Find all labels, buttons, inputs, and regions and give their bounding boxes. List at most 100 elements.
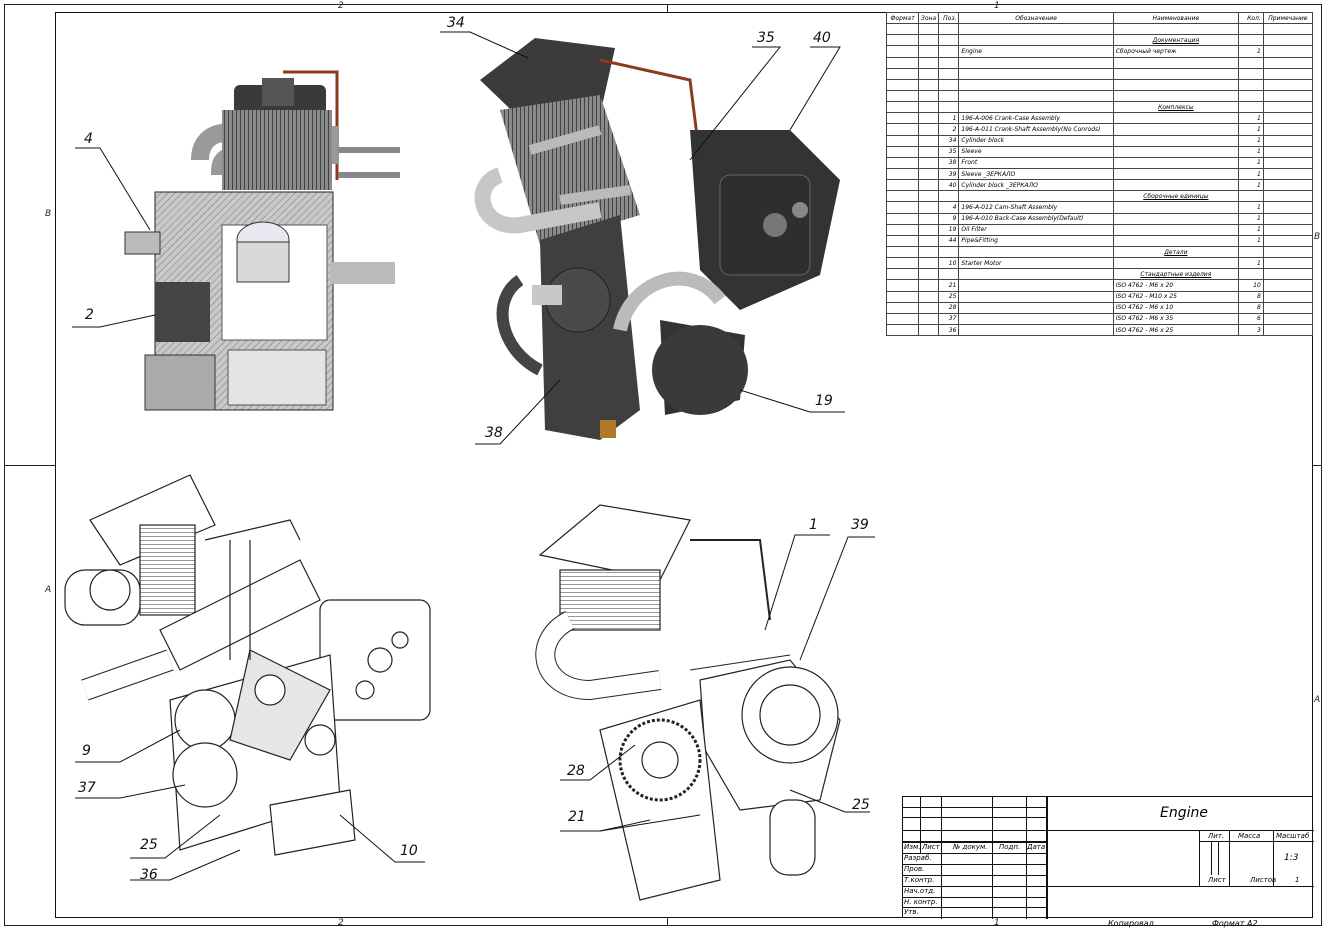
spec-cell-fmt xyxy=(885,134,920,147)
spec-cell-code: Engine xyxy=(958,45,1114,58)
nkontr-label: Н. контр. xyxy=(904,898,938,906)
spec-cell-name: ISO 4762 - M10 x 25 xyxy=(1112,290,1239,303)
zone-label-left-b: B xyxy=(45,209,52,219)
callout-19: 19 xyxy=(815,393,833,409)
spec-cell-qty: 1 xyxy=(1237,145,1264,158)
callout-40: 40 xyxy=(813,30,831,46)
callout-35: 35 xyxy=(757,30,775,46)
spec-cell-zone xyxy=(918,323,940,337)
spec-cell-qty: 8 xyxy=(1237,301,1264,314)
razrab-label: Разраб. xyxy=(904,854,932,862)
spec-cell-code: 196-A-012 Cam-Shaft Assembly xyxy=(958,201,1114,214)
spec-cell-note xyxy=(1262,268,1314,281)
zone-label-top-1: 1 xyxy=(994,1,1000,11)
spec-cell-zone xyxy=(918,112,940,125)
spec-cell-zone xyxy=(918,156,940,169)
callout-21: 21 xyxy=(568,809,586,825)
spec-section-row: Комплексы xyxy=(885,101,1314,114)
spec-cell-qty xyxy=(1237,268,1264,281)
spec-cell-zone xyxy=(918,279,940,292)
spec-cell-note xyxy=(1262,101,1314,114)
spec-cell-note xyxy=(1262,234,1314,247)
drawing-title: Engine xyxy=(1160,805,1208,821)
spec-cell-pos xyxy=(938,89,960,103)
inner-frame xyxy=(55,12,1313,918)
mass-label: Масса xyxy=(1238,832,1261,840)
spec-cell-code xyxy=(958,268,1114,281)
spec-cell-pos: 4 xyxy=(938,201,960,214)
spec-cell-note xyxy=(1262,67,1314,80)
spec-cell-zone xyxy=(918,34,940,47)
spec-cell-fmt xyxy=(885,190,920,203)
spec-cell-name: ISO 4762 - M6 x 10 xyxy=(1112,301,1239,314)
spec-cell-pos: 2 xyxy=(938,123,960,136)
spec-cell-pos xyxy=(938,190,960,203)
spec-header-name: Наименование xyxy=(1112,11,1239,25)
spec-cell-fmt xyxy=(885,112,920,125)
spec-cell-fmt xyxy=(885,179,920,192)
spec-cell-fmt xyxy=(885,268,920,281)
format-label: Формат A2 xyxy=(1212,919,1258,928)
spec-cell-note xyxy=(1262,123,1314,136)
zone-divider-top xyxy=(667,4,668,12)
spec-cell-fmt xyxy=(885,312,920,325)
spec-cell-code: 196-A-010 Back-Case Assembly(Default) xyxy=(958,212,1114,225)
spec-cell-fmt xyxy=(885,167,920,181)
spec-cell-code xyxy=(958,323,1114,337)
spec-cell-zone xyxy=(918,201,940,214)
sheets-label: Листов xyxy=(1250,876,1277,884)
spec-cell-qty xyxy=(1237,190,1264,203)
callout-9: 9 xyxy=(82,743,91,759)
date-label: Дата xyxy=(1027,843,1046,851)
spec-cell-name: ISO 4762 - M6 x 35 xyxy=(1112,312,1239,325)
spec-cell-name: ISO 4762 - M6 x 20 xyxy=(1112,279,1239,292)
spec-cell-note xyxy=(1262,23,1314,36)
spec-cell-name xyxy=(1112,179,1239,192)
zone-label-bottom-1: 1 xyxy=(994,918,1000,928)
spec-cell-code xyxy=(958,279,1114,292)
spec-cell-qty: 1 xyxy=(1237,223,1264,236)
spec-cell-name: Комплексы xyxy=(1112,101,1239,114)
spec-cell-pos xyxy=(938,268,960,281)
spec-cell-note xyxy=(1262,56,1314,69)
zone-label-right-a: A xyxy=(1314,695,1321,705)
list-label: Лист xyxy=(922,843,940,851)
spec-cell-name xyxy=(1112,89,1239,103)
zone-divider-right xyxy=(1313,465,1322,466)
spec-cell-qty: 1 xyxy=(1237,234,1264,247)
spec-cell-zone xyxy=(918,190,940,203)
spec-cell-code: Sleeve xyxy=(958,145,1114,158)
spec-cell-fmt xyxy=(885,78,920,91)
spec-cell-pos: 44 xyxy=(938,234,960,247)
spec-cell-note xyxy=(1262,323,1314,337)
spec-cell-note xyxy=(1262,167,1314,181)
spec-cell-note xyxy=(1262,156,1314,169)
spec-header-note: Примечание xyxy=(1262,11,1314,25)
spec-header-zone: Зона xyxy=(918,11,940,25)
spec-cell-qty: 1 xyxy=(1237,45,1264,58)
spec-cell-pos: 28 xyxy=(938,301,960,314)
spec-cell-code: Cylinder block xyxy=(958,134,1114,147)
spec-cell-fmt xyxy=(885,323,920,337)
spec-cell-pos: 1 xyxy=(938,112,960,125)
spec-cell-fmt xyxy=(885,156,920,169)
spec-cell-name: Стандартные изделия xyxy=(1112,268,1239,281)
specification-table: Формат Зона Поз. Обозначение Наименовани… xyxy=(885,11,1314,337)
spec-cell-note xyxy=(1262,290,1314,303)
spec-cell-name xyxy=(1112,23,1239,36)
spec-section-row: Детали xyxy=(885,245,1314,259)
spec-cell-pos: 35 xyxy=(938,145,960,158)
spec-cell-note xyxy=(1262,112,1314,125)
spec-cell-name: ISO 4762 - M6 x 25 xyxy=(1112,323,1239,337)
spec-cell-fmt xyxy=(885,56,920,69)
izm-label: Изм. xyxy=(904,843,921,851)
sheets-value: 1 xyxy=(1295,876,1300,884)
spec-cell-zone xyxy=(918,234,940,247)
spec-cell-pos: 21 xyxy=(938,279,960,292)
spec-cell-name xyxy=(1112,78,1239,91)
